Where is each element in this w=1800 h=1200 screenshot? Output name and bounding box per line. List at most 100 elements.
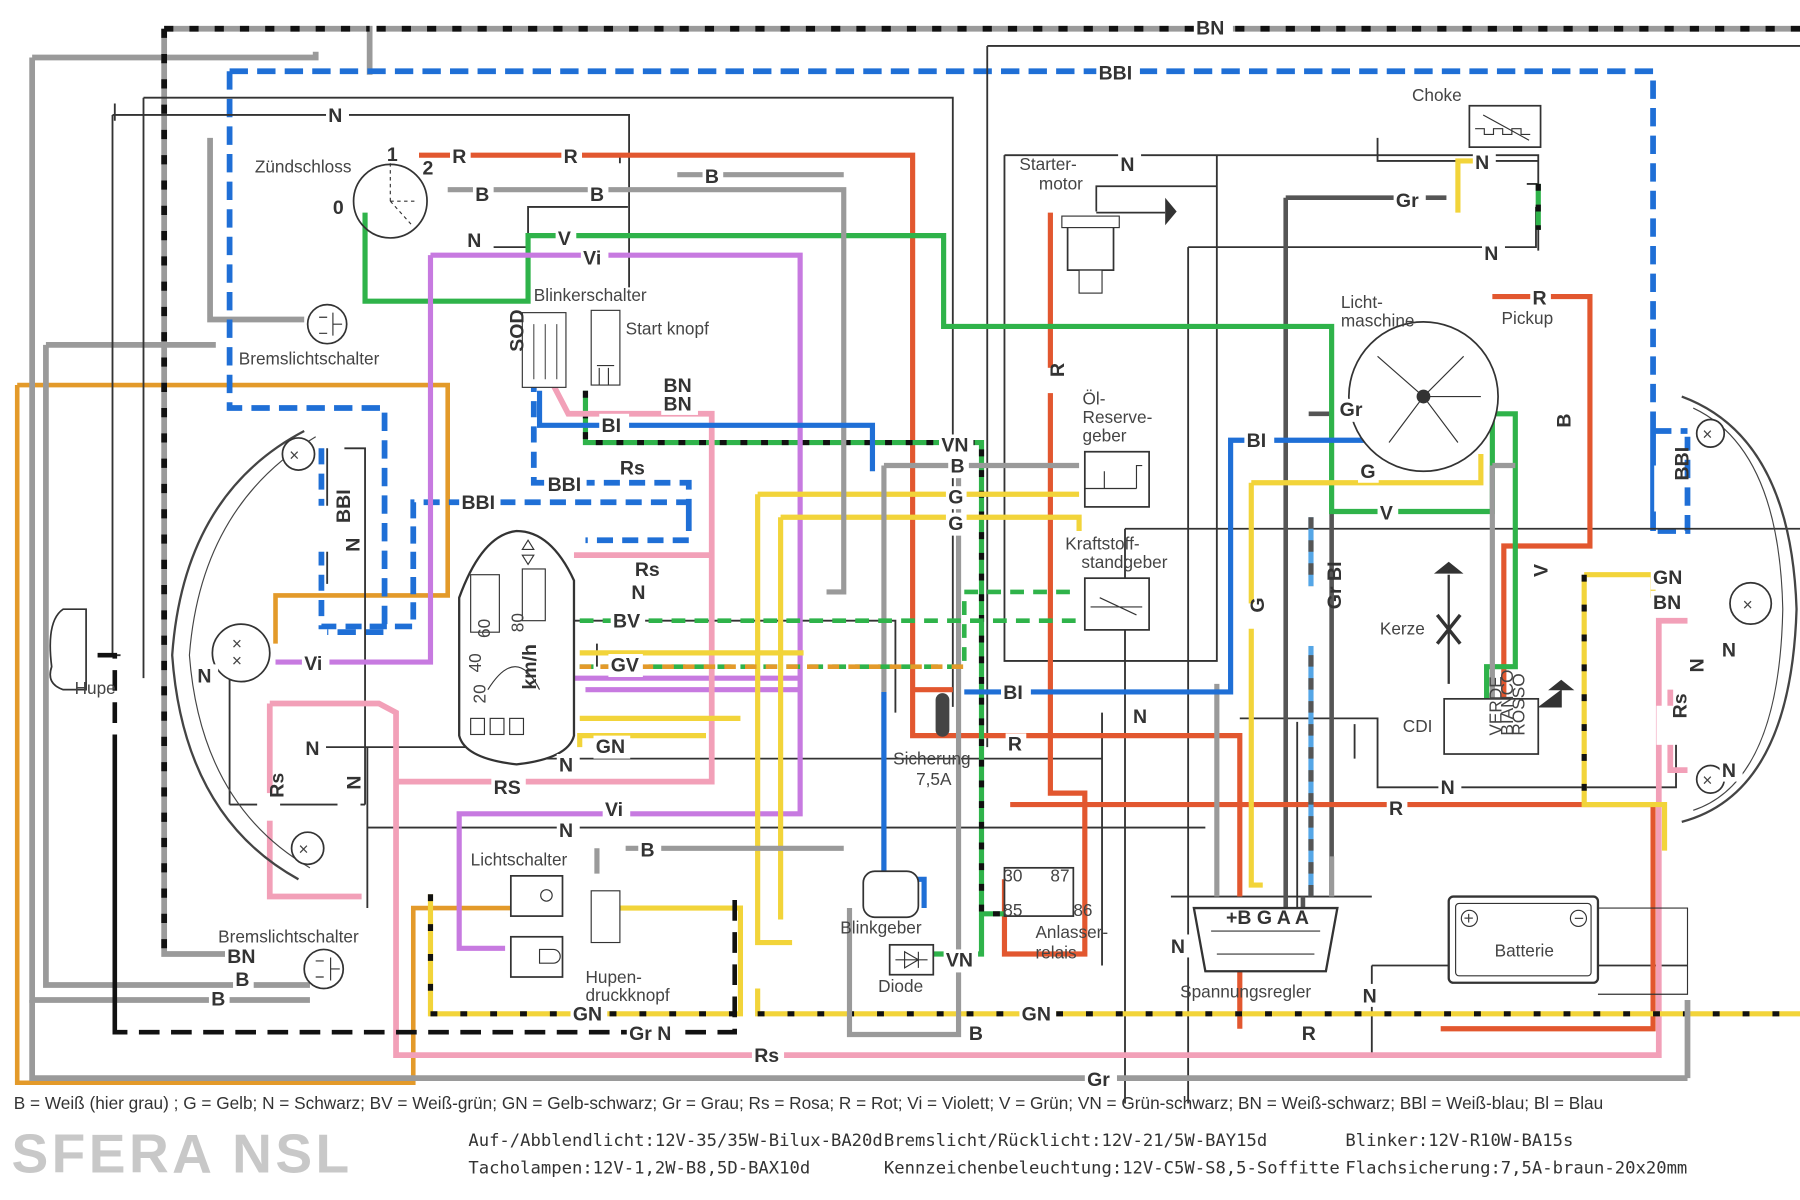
wire-grey-b [447, 172, 1516, 1038]
svg-text:×: × [1702, 770, 1712, 790]
zuendschloss-pos-2: 2 [422, 158, 433, 180]
wire-label-b-5: B [235, 969, 249, 991]
wire-label-bn-2: BN [664, 375, 692, 397]
tacho-unit: km/h [519, 644, 541, 690]
wire-gr-bottom [29, 999, 1691, 1082]
wire-label-rs-4: Rs [754, 1045, 779, 1067]
spannungsregler: +B G A A Spannungsregler [1180, 906, 1339, 1002]
wire-label-gn-4: GN [1653, 567, 1682, 589]
headlight-housing-left: × ×× × [171, 430, 325, 881]
wire-label-rs-3: RS [494, 777, 521, 799]
wire-label-gn-2: GN [573, 1004, 602, 1026]
kraftstoff-label-2: standgeber [1081, 552, 1167, 572]
oel-label-1: Öl- [1083, 389, 1106, 409]
svg-text:+: + [1464, 908, 1474, 928]
wire-label-b-7: B [969, 1023, 983, 1045]
wire-label-gv: GV [611, 654, 639, 676]
diode: Diode [878, 943, 935, 996]
svg-text:×: × [1743, 594, 1753, 614]
zuendschloss-label: Zündschloss [255, 156, 352, 176]
wire-label-n-2: N [467, 230, 481, 252]
tacho-speed-80: 80 [507, 613, 527, 632]
wire-label-rs-6: Rs [267, 773, 289, 798]
svg-text:−: − [1574, 908, 1584, 928]
svg-text:×: × [298, 839, 308, 859]
oel-reservegeber: Öl- Reserve- geber [1083, 389, 1153, 508]
wire-label-g-2: G [948, 513, 963, 535]
lichtschalter: Lichtschalter [471, 850, 568, 978]
spec-brakelight: Bremslicht/Rücklicht:12V-21/5W-BAY15d [884, 1131, 1267, 1151]
spec-headlight: Auf-/Abblendlicht:12V-35/35W-Bilux-BA20d [468, 1131, 882, 1151]
blinkgeber-label: Blinkgeber [840, 917, 922, 937]
wire-label-b-9: B [1553, 413, 1575, 427]
cdi-pin-bianco: BIANCO [1497, 670, 1517, 736]
zuendschloss-pos-0: 0 [333, 197, 344, 219]
tacho-speed-40: 40 [465, 653, 485, 672]
relais-pin-85: 85 [1003, 900, 1022, 920]
lichtmaschine-label-2: maschine [1341, 310, 1415, 330]
wire-label-vi-2: Vi [605, 799, 623, 821]
wire-label-bbi-3: BBI [461, 492, 495, 514]
hupe: Hupe [49, 608, 116, 698]
wire-label-bn-top: BN [1196, 17, 1224, 39]
tachometer: 20 40 60 80 km/h [458, 529, 576, 766]
wire-label-r-3: R [1302, 1023, 1316, 1045]
sicherung-label-1: Sicherung [893, 748, 970, 768]
spec-tacho: Tacholampen:12V-1,2W-B8,5D-BAX10d [468, 1159, 810, 1179]
wire-label-b-6: B [211, 989, 225, 1011]
kerze-label: Kerze [1380, 618, 1425, 638]
choke-label: Choke [1412, 85, 1462, 105]
wire-label-gn-3: GN [1022, 1004, 1051, 1026]
hupendruckknopf: Hupen- druckknopf [585, 890, 670, 1005]
wire-label-n-10: N [1133, 706, 1147, 728]
starter-motor-label-2: motor [1039, 174, 1083, 194]
legend: B = Weiß (hier grau) ; G = Gelb; N = Sch… [14, 1093, 1603, 1113]
wire-label-n-12: N [1171, 936, 1185, 958]
blinkerschalter-label: Blinkerschalter [534, 285, 647, 305]
wire-label-n-9: N [1484, 243, 1498, 265]
wire-label-n-6: N [305, 738, 319, 760]
wire-label-g-1: G [948, 486, 963, 508]
relais-pin-30: 30 [1003, 866, 1022, 886]
kraftstoffstandgeber: Kraftstoff- standgeber [1065, 533, 1168, 631]
batterie-label: Batterie [1495, 940, 1554, 960]
wire-label-r-7: R [1389, 798, 1403, 820]
wire-label-bl-1: BI [602, 415, 622, 437]
wire-label-grn: Gr N [629, 1023, 671, 1045]
wire-label-r-5: R [1047, 363, 1069, 377]
wire-label-v-3: V [1530, 564, 1552, 577]
wire-label-vn-1: VN [941, 435, 968, 457]
choke: Choke [1412, 85, 1542, 148]
oel-label-2: Reserve- [1083, 407, 1153, 427]
wire-label-gr-bottom: Gr [1087, 1069, 1110, 1091]
wire-label-n-14: N [1722, 639, 1736, 661]
svg-text:×: × [232, 633, 242, 653]
wire-label-n-17: N [342, 538, 364, 552]
wire-label-bn-4: BN [227, 946, 255, 968]
wire-label-n-1: N [328, 105, 342, 127]
blinkerschalter: Blinkerschalter SOD [506, 285, 647, 388]
wire-label-v-2: V [1380, 503, 1393, 525]
starter-motor-label-1: Starter- [1019, 154, 1076, 174]
bremslichtschalter-top-label: Bremslichtschalter [239, 348, 380, 368]
pickup-label: Pickup [1502, 308, 1554, 328]
wire-grey-left [29, 51, 319, 1003]
oel-label-3: geber [1083, 425, 1127, 445]
wire-label-b-2: B [475, 184, 489, 206]
color-legend: B = Weiß (hier grau) ; G = Gelb; N = Sch… [14, 1093, 1603, 1113]
wire-label-n-18: N [197, 666, 211, 688]
wire-labels: BN BBI N R R B B B N V Vi BN BN BI Rs BB… [195, 13, 1743, 1092]
wire-label-b-4: B [641, 839, 655, 861]
cdi-pin-verde: VERDE [1486, 676, 1506, 735]
wire-label-bv: BV [613, 611, 640, 633]
diode-label: Diode [878, 976, 923, 996]
cdi-label: CDI [1403, 716, 1433, 736]
wires [14, 25, 1800, 1104]
model-title: SFERA NSL [11, 1122, 352, 1184]
blinkgeber: Blinkgeber [840, 870, 922, 937]
wire-label-rs-5: Rs [1669, 693, 1691, 718]
wire-label-b-8: B [951, 455, 965, 477]
wire-label-r-4: R [1008, 734, 1022, 756]
wire-label-n-16: N [1687, 658, 1709, 672]
blinkerschalter-sod: SOD [506, 309, 528, 351]
